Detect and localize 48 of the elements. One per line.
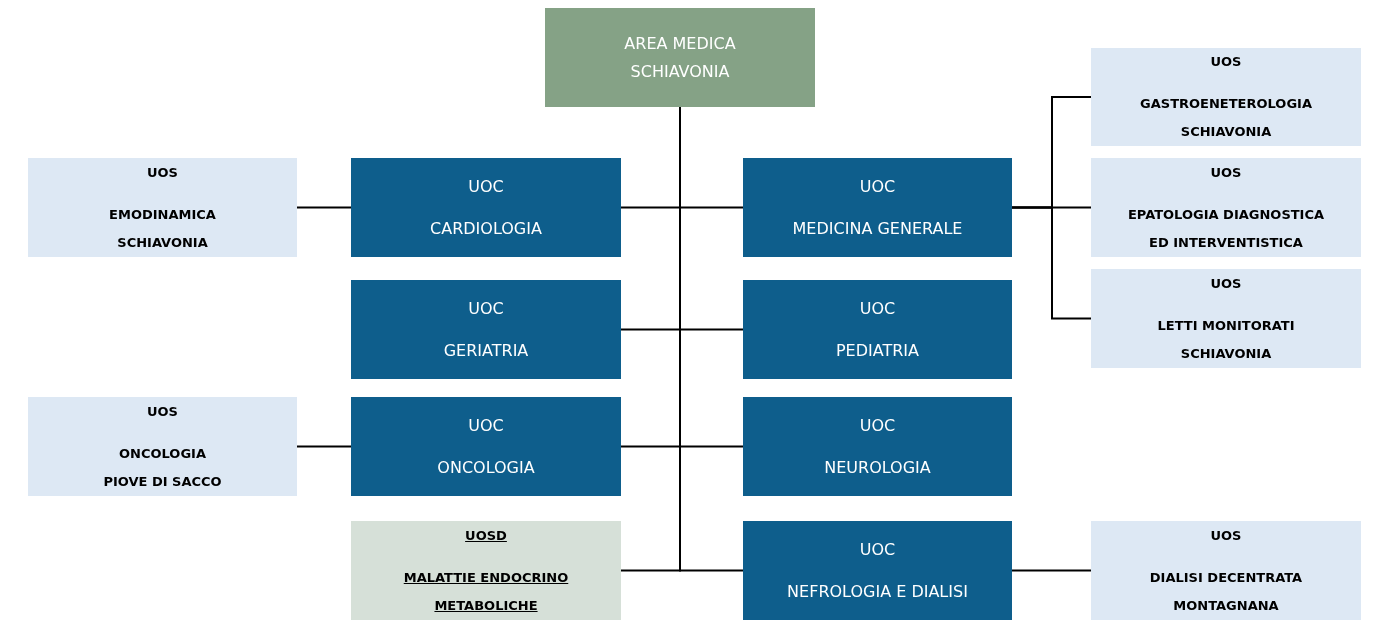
unit-name: PEDIATRIA <box>835 339 920 362</box>
org-unit-box <box>351 280 621 379</box>
org-unit-box <box>743 397 1012 496</box>
org-unit-box <box>28 158 297 257</box>
unit-type-label: UOS <box>1210 274 1242 293</box>
unit-type-label: UOC <box>859 538 896 561</box>
unit-type-label: UOS <box>1210 163 1242 182</box>
unit-type-label: UOC <box>468 297 504 320</box>
org-unit-box <box>743 158 1012 257</box>
connector-line <box>1011 206 1092 320</box>
org-unit-box <box>351 521 621 620</box>
unit-name: MEDICINA GENERALE <box>792 217 963 240</box>
connector-line <box>296 206 352 209</box>
unit-name: NEFROLOGIA E DIALISI <box>787 580 968 603</box>
org-unit-box <box>351 158 621 257</box>
unit-type-label: UOS <box>147 163 178 182</box>
org-unit-box <box>1091 158 1361 257</box>
unit-type-label: UOC <box>468 414 504 437</box>
org-unit-box <box>743 521 1012 620</box>
unit-name: ONCOLOGIA <box>437 456 535 479</box>
connector-line <box>1011 569 1092 572</box>
unit-name: DIALISI DECENTRATA MONTAGNANA <box>1148 568 1304 615</box>
unit-type-label: UOC <box>859 297 896 320</box>
org-unit-box <box>545 8 815 107</box>
unit-name: AREA MEDICA SCHIAVONIA <box>623 32 737 83</box>
unit-name: GERIATRIA <box>443 339 529 362</box>
unit-name: NEUROLOGIA <box>824 456 931 479</box>
org-unit-box <box>28 397 297 496</box>
org-unit-box <box>1091 269 1361 368</box>
unit-type-label: UOS <box>147 402 178 421</box>
unit-type-label: UOS <box>1210 526 1242 545</box>
unit-name: LETTI MONITORATI SCHIAVONIA <box>1156 316 1296 363</box>
unit-type-label: UOC <box>859 414 896 437</box>
org-unit-box <box>351 397 621 496</box>
unit-name: EMODINAMICA SCHIAVONIA <box>108 205 217 252</box>
unit-name: GASTROENETEROLOGIA SCHIAVONIA <box>1139 95 1313 141</box>
org-unit-box <box>1091 48 1361 146</box>
unit-type-label: UOSD <box>465 526 507 545</box>
unit-name: EPATOLOGIA DIAGNOSTICA ED INTERVENTISTICA <box>1126 205 1326 252</box>
unit-type-label: UOC <box>468 175 504 198</box>
unit-type-label: UOS <box>1210 53 1242 71</box>
org-unit-box <box>743 280 1012 379</box>
unit-name: MALATTIE ENDOCRINO METABOLICHE <box>402 568 570 615</box>
unit-name: CARDIOLOGIA <box>430 217 542 240</box>
connector-line <box>296 445 352 448</box>
unit-name: ONCOLOGIA PIOVE DI SACCO <box>102 444 223 491</box>
unit-type-label: UOC <box>859 175 896 198</box>
org-unit-box <box>1091 521 1361 620</box>
